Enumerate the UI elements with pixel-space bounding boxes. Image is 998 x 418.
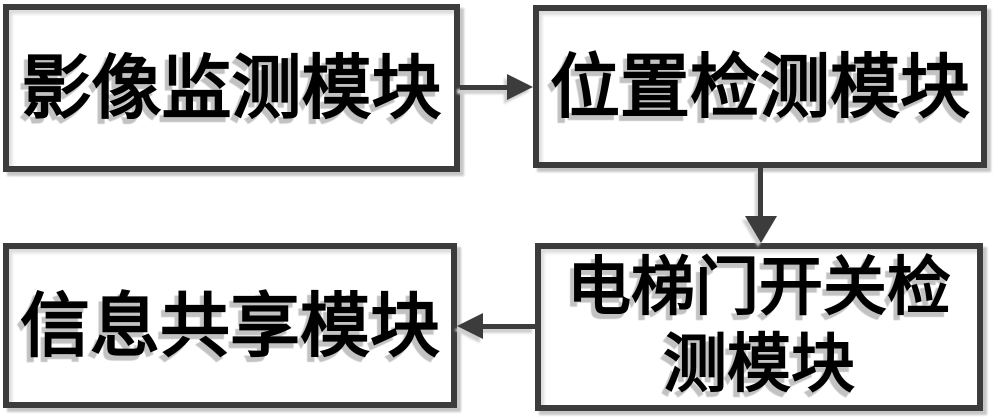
node-position-detection-module: 位置检测模块 <box>533 5 987 168</box>
node-label: 影像监测模块 <box>21 46 442 129</box>
node-information-sharing-module: 信息共享模块 <box>3 243 457 408</box>
arrow-shaft <box>758 168 763 218</box>
arrow-head <box>507 74 533 100</box>
arrow-head <box>745 216 777 243</box>
arrow-shaft <box>481 324 535 329</box>
node-image-monitoring-module: 影像监测模块 <box>3 4 460 172</box>
node-elevator-door-switch-detection-module: 电梯门开关检测模块 <box>535 243 983 411</box>
arrow-shaft <box>460 85 510 90</box>
node-label: 电梯门开关检测模块 <box>567 250 951 402</box>
node-label: 信息共享模块 <box>20 283 440 367</box>
arrow-head <box>457 313 483 339</box>
node-label: 位置检测模块 <box>550 44 970 128</box>
